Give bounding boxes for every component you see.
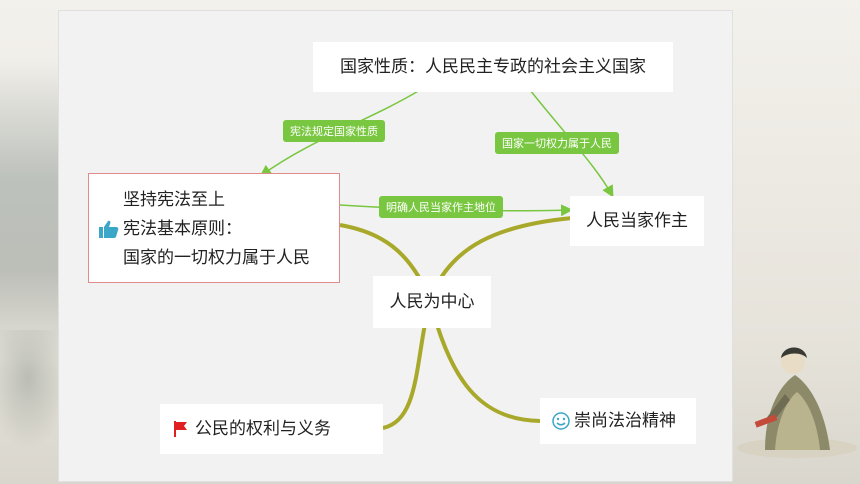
node-bottom-right-label: 崇尚法治精神 — [574, 411, 676, 431]
node-bottom-right[interactable]: 崇尚法治精神 — [540, 398, 696, 444]
link-tag-top-to-left: 宪法规定国家性质 — [283, 120, 385, 142]
node-left[interactable]: 坚持宪法至上 宪法基本原则： 国家的一切权力属于人民 — [88, 173, 340, 283]
node-bottom-left-label: 公民的权利与义务 — [195, 419, 331, 439]
link-tag-top-to-right: 国家一切权力属于人民 — [495, 132, 619, 154]
node-left-line1: 坚持宪法至上 — [123, 190, 225, 210]
thumbs-up-icon — [99, 220, 119, 238]
link-tag-left-to-right: 明确人民当家作主地位 — [379, 196, 503, 218]
node-bottom-left[interactable]: 公民的权利与义务 — [160, 404, 383, 454]
node-right[interactable]: 人民当家作主 — [570, 196, 704, 246]
node-left-line3: 国家的一切权力属于人民 — [123, 248, 310, 268]
red-flag-icon — [174, 421, 188, 437]
node-center[interactable]: 人民为中心 — [373, 276, 491, 328]
decorative-scholar-figure — [735, 330, 860, 460]
node-top[interactable]: 国家性质：人民民主专政的社会主义国家 — [313, 42, 673, 92]
node-left-line2: 宪法基本原则： — [123, 219, 242, 239]
smile-icon — [552, 412, 570, 430]
